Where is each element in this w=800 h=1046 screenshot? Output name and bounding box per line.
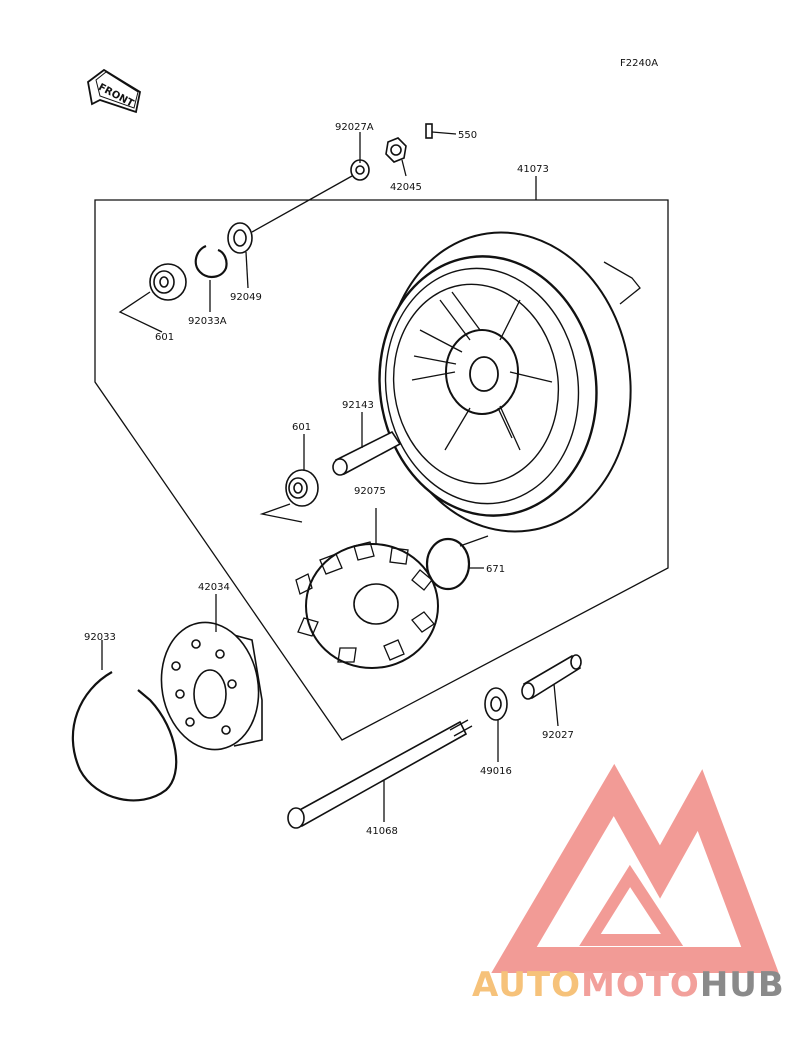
- damper-92075: [295, 541, 439, 669]
- label-42045: 42045: [390, 182, 422, 193]
- label-42034: 42034: [198, 582, 230, 593]
- assembly-boundary: [94, 199, 669, 741]
- label-92033A: 92033A: [188, 316, 227, 327]
- coupling-42034: [160, 621, 263, 751]
- watermark-hub: HUB: [700, 965, 785, 1005]
- diagram-code: F2240A: [620, 58, 658, 69]
- washer-92049: [227, 222, 253, 254]
- leader-92027: [553, 683, 559, 727]
- automotohub-logo-icon: [491, 763, 779, 973]
- watermark-moto: MOTO: [581, 965, 700, 1005]
- circlip-92033: [71, 671, 178, 802]
- leader-601-upper: [118, 291, 163, 333]
- leader-550: [431, 131, 457, 135]
- label-41068: 41068: [366, 826, 398, 837]
- spacer-92143: [332, 430, 402, 476]
- axle-41068: [287, 719, 473, 829]
- oring-671: [425, 537, 471, 591]
- bearing-601-lower: [285, 469, 319, 507]
- label-92033: 92033: [84, 632, 116, 643]
- axis-line-top: [251, 175, 353, 233]
- label-92075: 92075: [354, 486, 386, 497]
- label-671: 671: [486, 564, 505, 575]
- collar-92027: [521, 654, 582, 700]
- bearing-601-upper: [149, 263, 187, 301]
- nut-42045: [385, 137, 407, 163]
- label-49016: 49016: [480, 766, 512, 777]
- label-601-lower: 601: [292, 422, 311, 433]
- wheel-41073: [378, 231, 641, 533]
- watermark-auto: AUTO: [472, 965, 581, 1005]
- circlip-92033A: [194, 244, 228, 278]
- leader-42045: [401, 159, 407, 177]
- label-601-upper: 601: [155, 332, 174, 343]
- label-92027A: 92027A: [335, 122, 374, 133]
- front-arrow-icon: FRONT: [87, 68, 142, 114]
- collar-92027A: [350, 159, 370, 181]
- label-41073: 41073: [517, 164, 549, 175]
- label-92143: 92143: [342, 400, 374, 411]
- leader-671: [459, 535, 489, 569]
- washer-49016: [484, 687, 508, 721]
- leader-601-lower: [259, 434, 305, 523]
- label-92049: 92049: [230, 292, 262, 303]
- label-550: 550: [458, 130, 477, 141]
- leader-92049: [245, 251, 249, 289]
- bolt-550: [425, 123, 433, 139]
- label-92027: 92027: [542, 730, 574, 741]
- watermark-text: AUTOMOTOHUB: [472, 965, 785, 1005]
